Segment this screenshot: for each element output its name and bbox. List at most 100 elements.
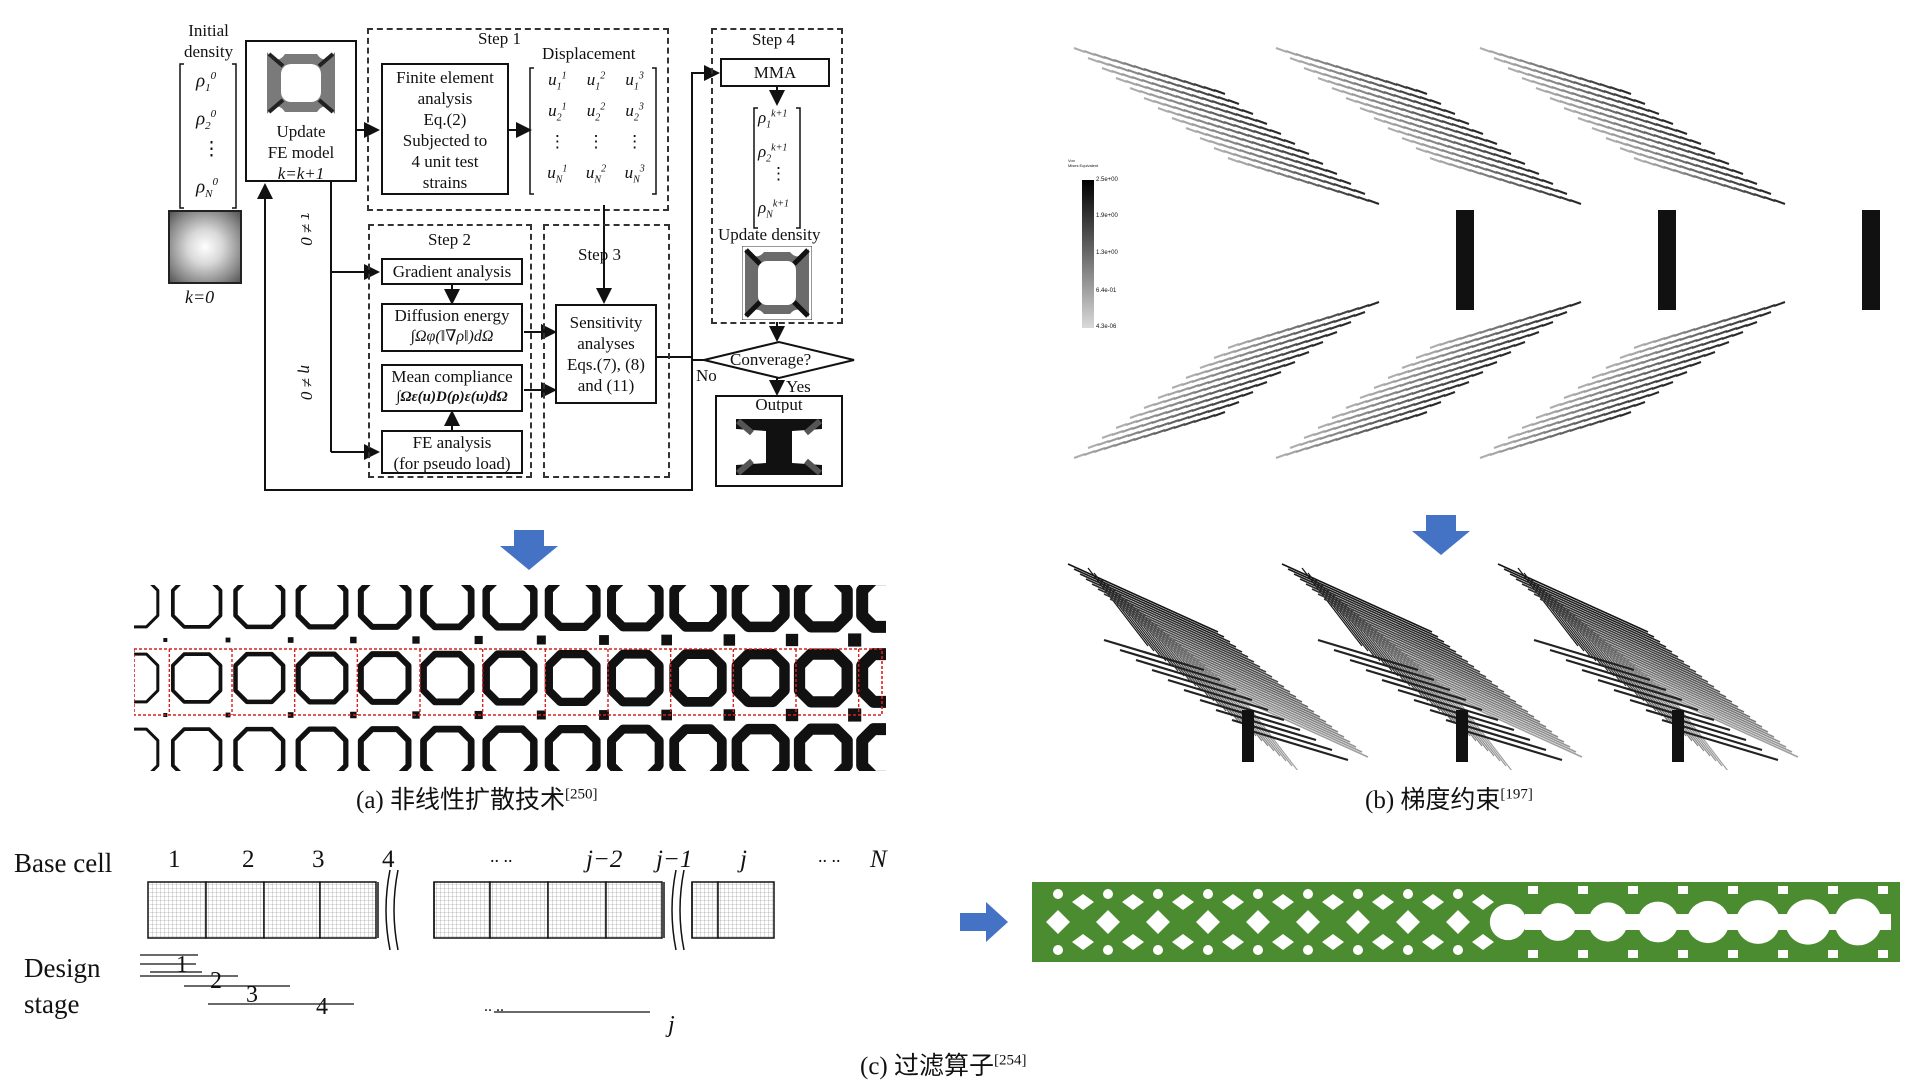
- truss-member: [1177, 416, 1190, 422]
- truss-member: [1371, 401, 1384, 407]
- truss-member: [1689, 139, 1702, 145]
- truss-member: [1201, 403, 1214, 409]
- truss-member: [1595, 395, 1608, 401]
- truss-member: [1561, 411, 1574, 417]
- truss-member: [1491, 336, 1504, 342]
- truss-member: [1221, 103, 1234, 109]
- truss-member: [1549, 68, 1562, 74]
- truss-member: [1317, 77, 1330, 83]
- lattice-node: [536, 635, 546, 645]
- truss-member: [1679, 335, 1692, 341]
- colorbar-tick-3: 6.4e-01: [1096, 288, 1117, 294]
- truss-member: [1263, 367, 1276, 373]
- truss-member: [1205, 367, 1218, 373]
- truss-member: [1663, 137, 1676, 143]
- truss-member: [1193, 83, 1206, 89]
- truss-member: [1573, 419, 1586, 425]
- truss-member: [1603, 90, 1616, 96]
- truss-member: [1461, 374, 1474, 380]
- truss-member: [1107, 63, 1120, 69]
- truss-member: [1513, 63, 1526, 69]
- truss-member: [1499, 53, 1512, 59]
- truss-member: [1659, 159, 1672, 165]
- truss-member: [1699, 171, 1712, 177]
- truss-member: [1361, 404, 1374, 410]
- truss-member: [1333, 76, 1346, 82]
- update-fe-model-box: Update FE model k=k+1: [245, 40, 357, 183]
- truss-member: [1191, 377, 1204, 383]
- truss-member: [1417, 136, 1430, 142]
- lattice-member: [1141, 612, 1203, 692]
- cell-label-j-2: j−2: [586, 846, 623, 873]
- truss-member: [1083, 50, 1096, 56]
- green-hole: [1196, 910, 1220, 934]
- truss-member: [1171, 117, 1184, 123]
- cell-label-n: N: [870, 846, 887, 873]
- truss-member: [1589, 420, 1602, 426]
- truss-member: [1257, 137, 1270, 143]
- truss-member: [1513, 159, 1526, 165]
- truss-member: [1601, 399, 1614, 405]
- truss-member: [1513, 437, 1526, 443]
- truss-member: [1355, 429, 1368, 435]
- fe-model-image: [263, 48, 339, 118]
- truss-member: [1163, 397, 1176, 403]
- rho-vdots: ⋮: [202, 139, 221, 160]
- displacement-label: Displacement: [542, 44, 636, 63]
- truss-member: [1259, 126, 1272, 132]
- truss-member: [1631, 110, 1644, 116]
- truss-member: [1225, 110, 1238, 116]
- truss-member: [1439, 369, 1452, 375]
- truss-member: [1449, 337, 1462, 343]
- truss-member: [1679, 364, 1692, 370]
- truss-member: [1303, 433, 1316, 439]
- truss-member: [1505, 174, 1518, 180]
- truss-member: [1603, 381, 1616, 387]
- truss-member: [1173, 106, 1186, 112]
- initial-density-vector: [179, 63, 237, 209]
- truss-member: [1187, 413, 1200, 419]
- lattice-member: [1553, 597, 1615, 677]
- truss-member: [1315, 334, 1328, 340]
- truss-member: [1203, 86, 1216, 92]
- truss-member: [1437, 387, 1450, 393]
- truss-member: [1527, 73, 1540, 79]
- truss-member: [1625, 143, 1638, 149]
- truss-member: [1591, 98, 1604, 104]
- truss-member: [1205, 104, 1218, 110]
- truss-member: [1629, 150, 1642, 156]
- truss-member: [1633, 157, 1646, 163]
- base-cell-strip: [140, 869, 775, 1013]
- truss-member: [1719, 323, 1732, 329]
- truss-member: [1723, 316, 1736, 322]
- truss-member: [1295, 340, 1308, 346]
- green-hole: [1253, 889, 1263, 899]
- truss-member: [1691, 343, 1704, 349]
- truss-member: [1665, 155, 1678, 161]
- truss-member: [1523, 434, 1536, 440]
- truss-member: [1647, 391, 1660, 397]
- truss-member: [1533, 431, 1546, 437]
- truss-member: [1145, 414, 1158, 420]
- displacement-entry: u11: [548, 70, 567, 93]
- truss-member: [1623, 375, 1636, 381]
- truss-member: [1335, 65, 1348, 71]
- truss-member: [1337, 417, 1350, 423]
- truss-member: [1641, 113, 1654, 119]
- lattice-member: [1385, 637, 1447, 717]
- truss-member: [1353, 82, 1366, 88]
- truss-member: [1497, 340, 1510, 346]
- truss-member: [1583, 387, 1596, 393]
- truss-member: [1519, 441, 1532, 447]
- truss-member: [1327, 80, 1340, 86]
- truss-member: [1201, 97, 1214, 103]
- truss-member: [1607, 403, 1620, 409]
- truss-member: [1383, 91, 1396, 97]
- lattice-octagon: [233, 651, 286, 705]
- truss-member: [1201, 374, 1214, 380]
- colorbar-title: Von Mises Equivalent: [1068, 158, 1099, 168]
- truss-member: [1209, 111, 1222, 117]
- green-hole: [1103, 889, 1113, 899]
- truss-member: [1369, 390, 1382, 396]
- optimized-lattice-green: [1032, 882, 1900, 962]
